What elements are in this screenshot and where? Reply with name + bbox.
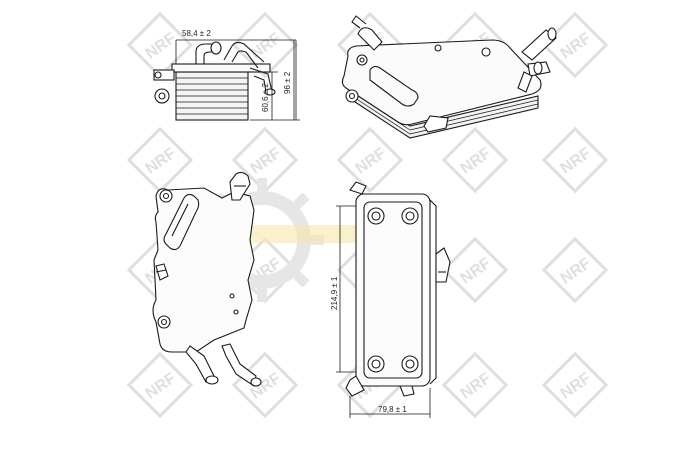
plan-view [152, 171, 262, 387]
dim-height-total: 96 ± 2 [283, 71, 292, 94]
dim-height-core: 60,6 ± 2 [261, 83, 270, 112]
side-view [153, 41, 276, 121]
dimension-lines-side [175, 39, 300, 121]
isometric-view [341, 15, 557, 139]
dim-length: 214,9 ± 1 [330, 276, 339, 310]
dim-width-top: 58,4 ± 2 [182, 29, 211, 38]
dim-width-front: 79,8 ± 1 [378, 405, 407, 414]
dimension-lines-front [336, 205, 431, 418]
front-view [345, 181, 451, 397]
